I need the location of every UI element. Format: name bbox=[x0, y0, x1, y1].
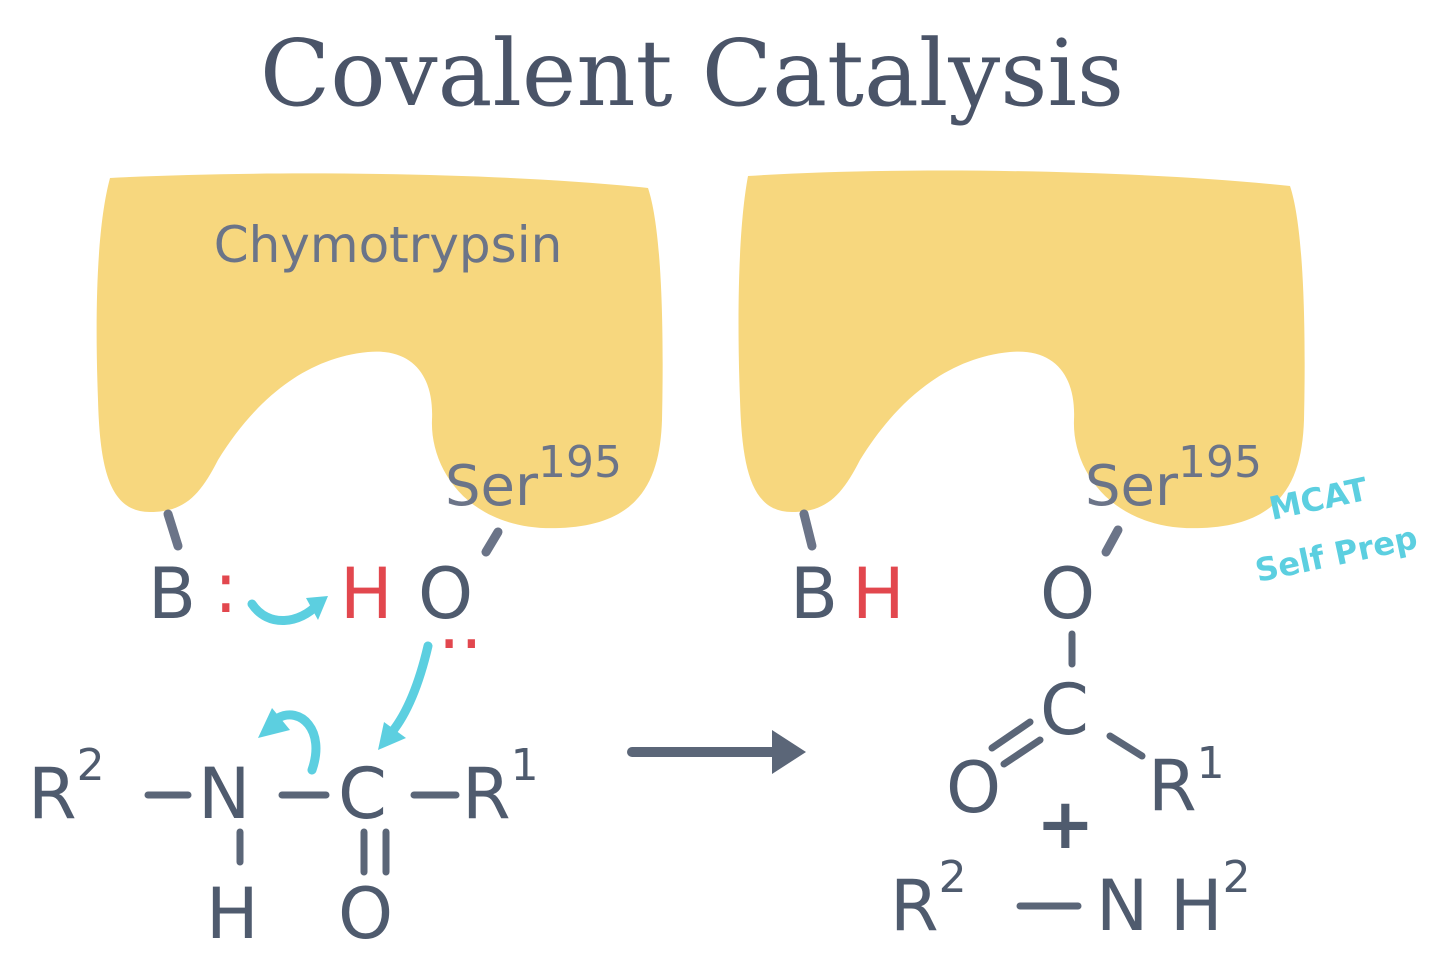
proton-transfer-arrow bbox=[247, 599, 323, 625]
base-atom-right: B bbox=[790, 553, 838, 635]
oxygen-lone-pair: .. bbox=[438, 583, 483, 665]
double-bond-c-o-right-b bbox=[1000, 736, 1044, 768]
serine-tether-right bbox=[1101, 525, 1123, 557]
carbonyl-oxygen-right: O bbox=[946, 747, 1001, 829]
enzyme-label: Chymotrypsin bbox=[214, 216, 563, 274]
plus-sign: + bbox=[1036, 783, 1095, 865]
serine-tether-left bbox=[481, 527, 503, 557]
bond-cleavage-arrowhead bbox=[258, 708, 290, 738]
base-tether-left bbox=[163, 509, 183, 551]
watermark-line2: Self Prep bbox=[1252, 518, 1421, 589]
nitrogen-atom-left: N bbox=[198, 753, 250, 835]
diagram-title: Covalent Catalysis bbox=[260, 20, 1124, 127]
bond-cleavage-arrow bbox=[273, 710, 321, 775]
carbonyl-oxygen-left: O bbox=[338, 873, 393, 955]
r1-group-right: R1 bbox=[1148, 738, 1225, 827]
amine-hydrogen-right: H2 bbox=[1170, 852, 1251, 947]
enzyme-blob-right bbox=[738, 170, 1305, 529]
r2-group-right: R2 bbox=[890, 852, 967, 947]
proton-atom-left: H bbox=[340, 553, 393, 635]
serine-oxygen-right: O bbox=[1040, 553, 1095, 635]
bond-c-r1-right bbox=[1106, 732, 1146, 760]
carbon-atom-right: C bbox=[1040, 669, 1089, 751]
base-lone-pair: : bbox=[214, 547, 238, 629]
proton-atom-right: H bbox=[852, 553, 905, 635]
amine-nitrogen-right: N bbox=[1096, 865, 1148, 947]
carbon-atom-left: C bbox=[338, 753, 387, 835]
nucleophilic-attack-arrow bbox=[387, 641, 433, 737]
serine-label-right: Ser195 bbox=[1085, 437, 1262, 519]
enzyme-blob-left bbox=[96, 173, 663, 529]
base-atom-left: B bbox=[148, 553, 196, 635]
proton-transfer-arrowhead bbox=[306, 596, 328, 620]
double-bond-c-o-right-a bbox=[988, 718, 1034, 752]
serine-label-left: Ser195 bbox=[445, 437, 622, 519]
hydrogen-atom-left: H bbox=[206, 873, 259, 955]
base-tether-right bbox=[799, 509, 817, 551]
r2-group-left: R2 bbox=[28, 740, 105, 835]
reaction-arrowhead bbox=[772, 730, 806, 774]
nucleophilic-attack-arrowhead bbox=[378, 722, 406, 750]
oxygen-atom-left: O bbox=[418, 553, 473, 635]
r1-group-left: R1 bbox=[462, 740, 539, 835]
